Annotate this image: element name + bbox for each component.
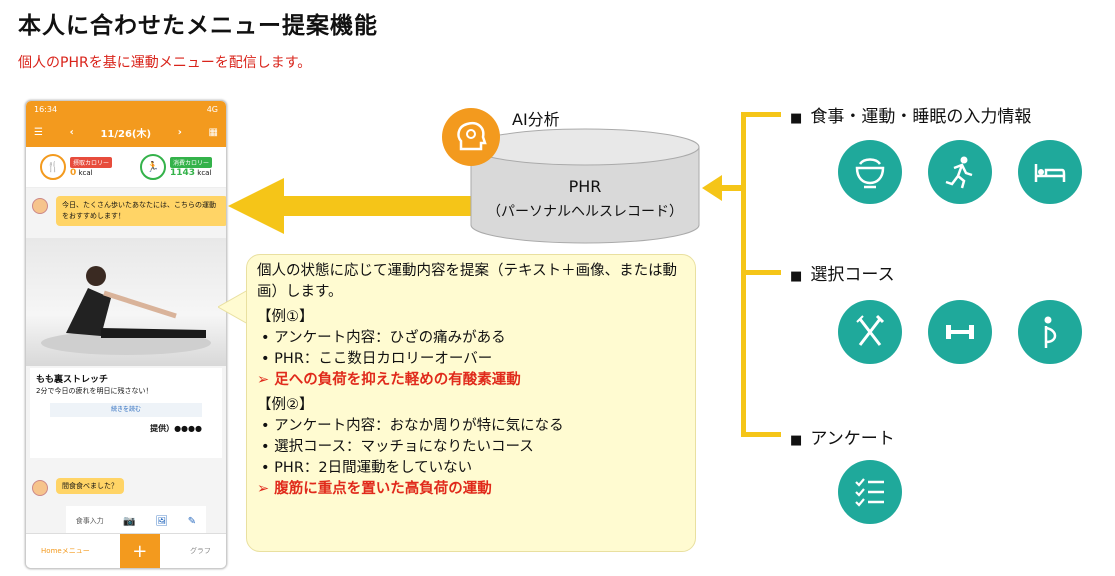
edit-icon[interactable]: ✎	[187, 515, 197, 527]
burn-unit: kcal	[197, 168, 212, 177]
list-item: PHR：2日間運動をしていない	[273, 458, 685, 479]
tab-home[interactable]: Homeメニュー	[41, 547, 90, 555]
list-item: アンケート内容：ひざの痛みがある	[273, 328, 685, 349]
page-title: 本人に合わせたメニュー提案機能	[18, 13, 378, 39]
list-item: アンケート内容：おなか周りが特に気になる	[273, 416, 685, 437]
example2-heading: 【例②】	[257, 397, 314, 413]
pregnancy-icon	[1018, 300, 1082, 364]
quick-input-bar: 食事入力 📷 🖼 ✎	[66, 506, 206, 536]
status-signal: 4G	[206, 104, 218, 114]
status-bar: 16:34 4G	[26, 101, 226, 117]
bracket-line	[741, 112, 781, 117]
camera-icon[interactable]: 📷	[123, 515, 136, 527]
avatar	[32, 480, 48, 496]
prev-date-icon[interactable]: ‹	[69, 126, 74, 138]
course-category-label: 選択コース	[790, 260, 894, 285]
fork-knife-icon: 🍴	[39, 154, 66, 180]
sleep-bed-icon	[1018, 140, 1082, 204]
avatar	[32, 198, 48, 214]
ai-analysis-label: AI分析	[512, 110, 560, 129]
input-category-label: 食事・運動・睡眠の入力情報	[790, 102, 1031, 127]
chat-question: 間食食べました？	[56, 478, 124, 494]
provider-label: 提供）●●●●	[150, 424, 202, 433]
add-button[interactable]: +	[119, 534, 160, 568]
next-date-icon[interactable]: ›	[177, 126, 182, 138]
ai-brain-icon	[442, 108, 500, 166]
tab-bar: Homeメニュー + グラフ	[26, 533, 226, 568]
running-icon	[928, 140, 992, 204]
quick-meal-label[interactable]: 食事入力	[75, 517, 104, 525]
phr-subtitle: （パーソナルヘルスレコード）	[487, 204, 683, 220]
calendar-icon[interactable]: ▦	[208, 126, 218, 138]
explanation-box: 個人の状態に応じて運動内容を提案（テキスト＋画像、または動画）します。 【例①】…	[246, 254, 696, 552]
intake-unit: kcal	[78, 168, 93, 177]
survey-category-label: アンケート	[790, 424, 894, 449]
example2-list: アンケート内容：おなか周りが特に気になる 選択コース：マッチョになりたいコース …	[257, 416, 685, 479]
example1-result: ➢ 足への負荷を抑えた軽めの有酸素運動	[257, 372, 521, 388]
burn-metric[interactable]: 🏃 消費カロリー 1143 kcal	[139, 154, 212, 180]
exercise-photo	[26, 238, 226, 366]
read-more-button[interactable]: 続きを読む	[50, 403, 202, 417]
stretch-figure-icon	[41, 266, 211, 355]
example1-list: アンケート内容：ひざの痛みがある PHR：ここ数日カロリーオーバー	[257, 328, 685, 370]
database-icon	[470, 128, 700, 244]
app-navbar: ☰ ‹ 11/26(木) › ▦	[26, 117, 226, 147]
phone-mockup: 16:34 4G ☰ ‹ 11/26(木) › ▦ 🍴 摂取カロリー 0 kca…	[25, 100, 227, 569]
runner-icon: 🏃	[139, 154, 166, 180]
meal-bowl-icon	[838, 140, 902, 204]
menu-icon[interactable]: ☰	[34, 126, 43, 138]
arrow-to-phr-icon	[702, 175, 746, 201]
burn-value: 1143	[169, 167, 196, 178]
arrow-to-phone-icon	[228, 178, 474, 234]
burn-label: 消費カロリー	[169, 156, 212, 168]
card-description: 2分で今日の疲れを明日に残さない！	[36, 387, 153, 395]
card-title: もも裏ストレッチ	[36, 375, 109, 385]
explanation-intro: 個人の状態に応じて運動内容を提案（テキスト＋画像、または動画）します。	[257, 263, 678, 300]
list-item: PHR：ここ数日カロリーオーバー	[273, 349, 685, 370]
fork-knife-icon	[838, 300, 902, 364]
intake-value: 0	[69, 167, 77, 178]
phr-title: PHR	[568, 177, 602, 196]
tab-graph[interactable]: グラフ	[189, 547, 211, 555]
chat-area: 今日、たくさん歩いたあなたには、こちらの運動をおすすめします！ もも裏ストレッチ…	[26, 188, 226, 548]
status-time: 16:34	[34, 104, 58, 114]
intake-label: 摂取カロリー	[69, 156, 112, 168]
photo-icon[interactable]: 🖼	[155, 515, 169, 527]
checklist-icon	[838, 460, 902, 524]
bracket-line	[741, 432, 781, 437]
calorie-metrics: 🍴 摂取カロリー 0 kcal 🏃 消費カロリー 1143 kcal	[26, 147, 226, 188]
page-subtitle: 個人のPHRを基に運動メニューを配信します。	[18, 55, 312, 71]
list-item: 選択コース：マッチョになりたいコース	[273, 437, 685, 458]
chat-message: 今日、たくさん歩いたあなたには、こちらの運動をおすすめします！	[56, 196, 226, 226]
exercise-card[interactable]: もも裏ストレッチ 2分で今日の疲れを明日に残さない！ 続きを読む 提供）●●●●	[30, 368, 222, 458]
intake-metric[interactable]: 🍴 摂取カロリー 0 kcal	[39, 154, 112, 180]
example1-heading: 【例①】	[257, 309, 314, 325]
example2-result: ➢ 腹筋に重点を置いた高負荷の運動	[257, 481, 492, 497]
bracket-line	[741, 270, 781, 275]
dumbbell-icon	[928, 300, 992, 364]
date-label: 11/26(木)	[100, 128, 152, 140]
